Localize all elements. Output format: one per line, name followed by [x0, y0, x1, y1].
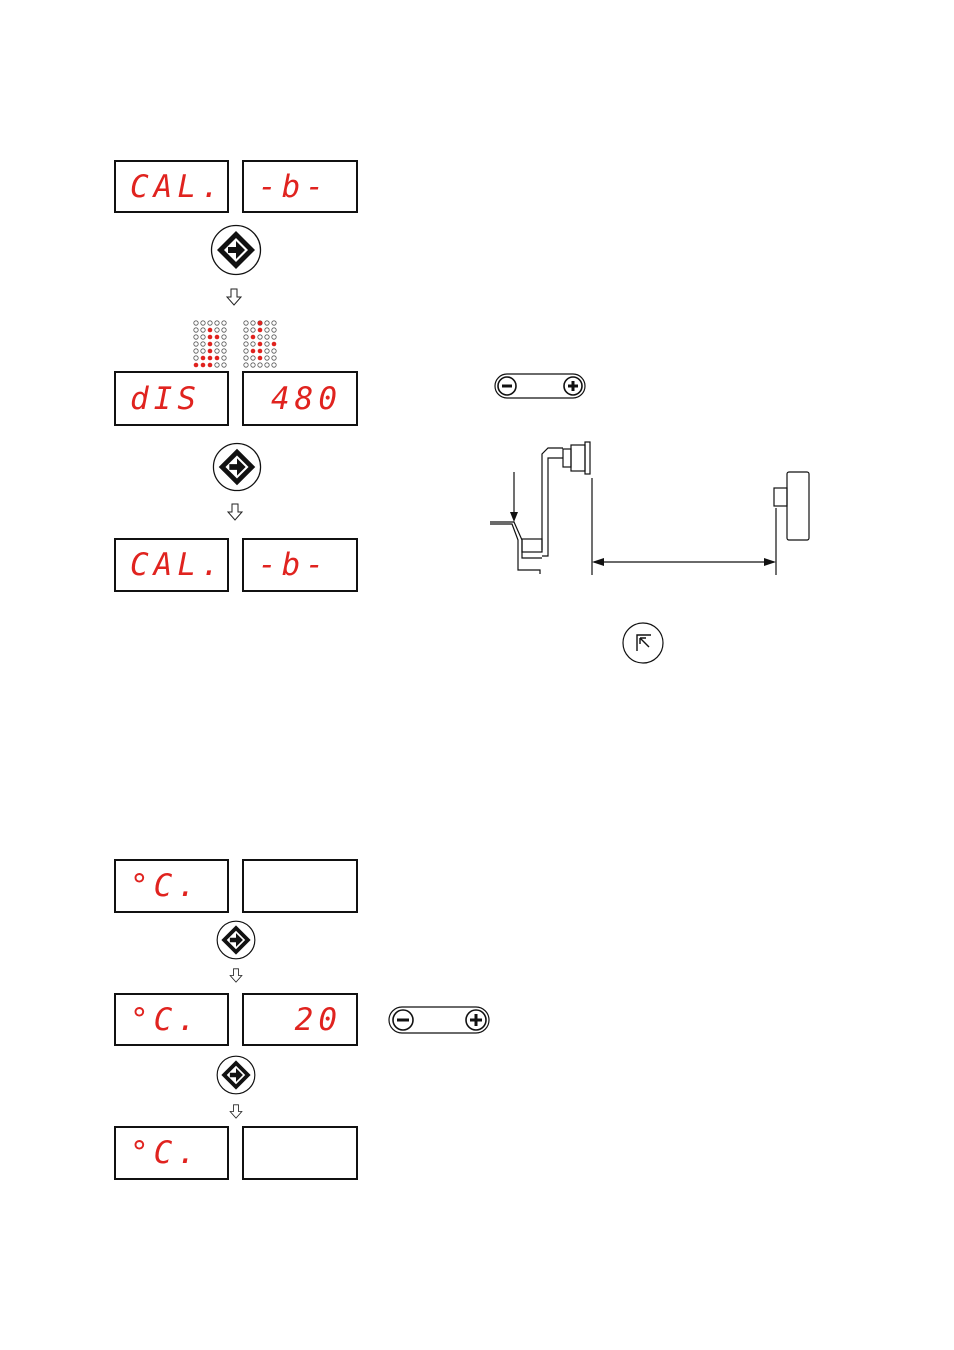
- dimension-arrow-icon: [592, 558, 776, 566]
- plus-icon: [466, 1010, 486, 1030]
- minus-icon: [393, 1010, 413, 1030]
- enter-button-4[interactable]: [216, 1055, 256, 1095]
- display-left-temp-3: °C.: [114, 1126, 229, 1180]
- display-text: -b-: [258, 540, 342, 590]
- display-left-temp-1: °C.: [114, 859, 229, 913]
- minus-plus-button-2[interactable]: [388, 1006, 490, 1034]
- display-right-dis-value: 480: [242, 371, 358, 426]
- display-right-cal-2: -b-: [242, 538, 358, 592]
- minus-icon: [498, 377, 516, 395]
- display-right-temp-1: [242, 859, 358, 913]
- led-matrix-indicator-right: [243, 320, 277, 368]
- led-matrix-indicator-left: [193, 320, 227, 368]
- minus-plus-button-1[interactable]: [494, 373, 586, 399]
- display-text: [258, 1128, 342, 1178]
- display-left-dis: dIS: [114, 371, 229, 426]
- down-arrow-icon: [229, 968, 243, 983]
- down-arrow-icon: [229, 1104, 243, 1119]
- display-left-temp-2: °C.: [114, 993, 229, 1046]
- display-text: CAL.: [130, 540, 213, 590]
- display-text: 20: [258, 995, 342, 1044]
- display-text: CAL.: [130, 162, 213, 211]
- pointer-arrow-icon: [510, 512, 518, 522]
- enter-button-3[interactable]: [216, 920, 256, 960]
- down-arrow-icon: [226, 288, 242, 306]
- display-text: °C.: [130, 861, 213, 911]
- display-text: °C.: [130, 995, 213, 1044]
- display-left-cal-2: CAL.: [114, 538, 229, 592]
- display-left-cal-1: CAL.: [114, 160, 229, 213]
- display-right-cal-1: -b-: [242, 160, 358, 213]
- distance-measurement-diagram: [480, 440, 820, 580]
- enter-button-2[interactable]: [212, 442, 262, 492]
- plus-icon: [564, 377, 582, 395]
- display-right-temp-value: 20: [242, 993, 358, 1046]
- display-text: [258, 861, 342, 911]
- exit-button[interactable]: [622, 622, 664, 664]
- display-text: °C.: [130, 1128, 213, 1178]
- display-text: -b-: [258, 162, 342, 211]
- down-arrow-icon: [227, 503, 243, 521]
- enter-button-1[interactable]: [210, 224, 262, 276]
- display-text: 480: [258, 373, 342, 424]
- display-text: dIS: [130, 373, 213, 424]
- display-right-temp-3: [242, 1126, 358, 1180]
